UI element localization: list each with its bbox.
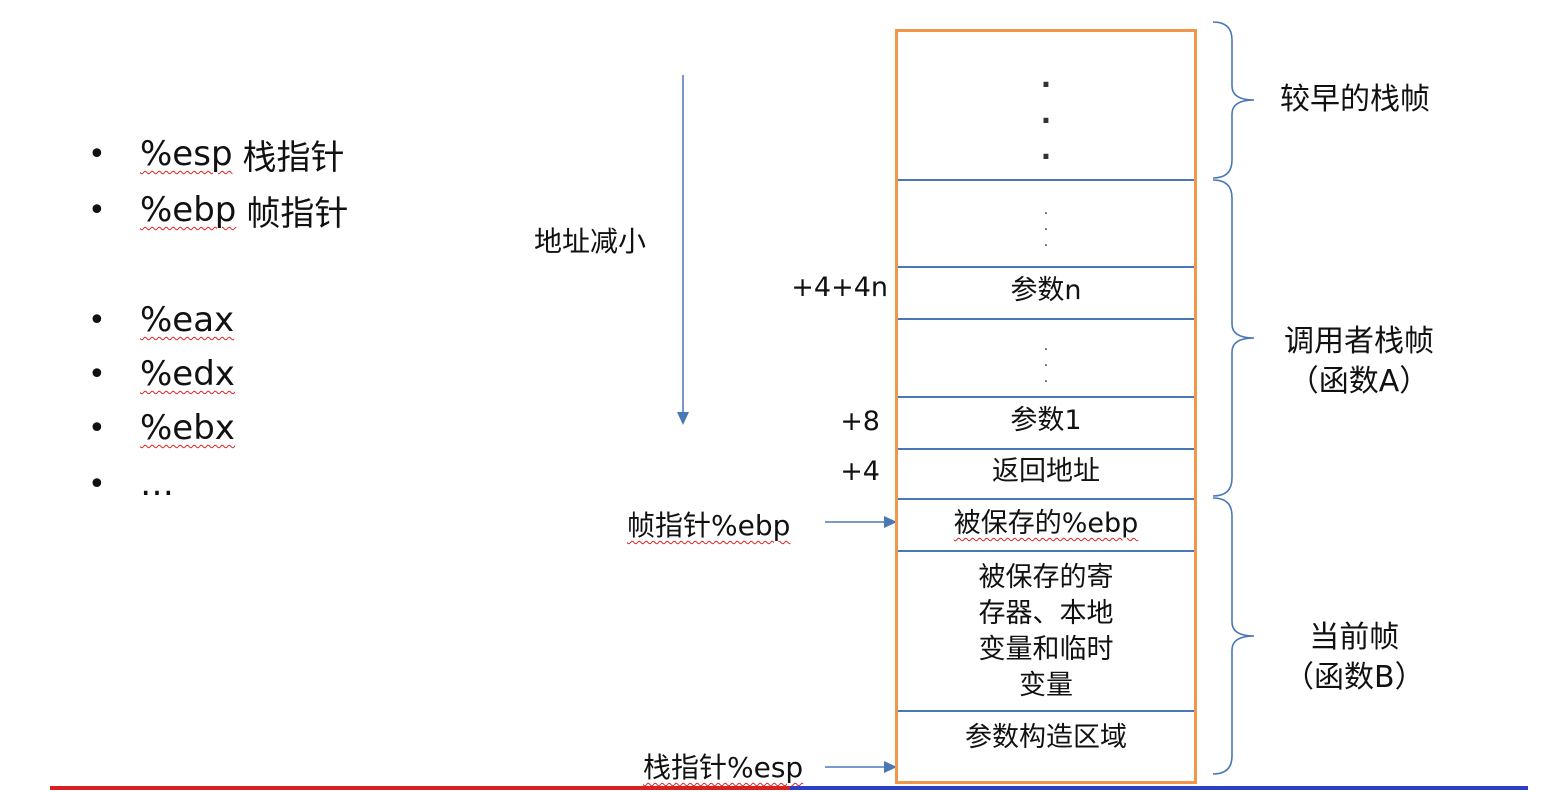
dot: . (1043, 202, 1049, 218)
direction-label: 地址减小 (534, 225, 647, 258)
dot: . (1040, 61, 1052, 94)
dot: . (1043, 370, 1049, 386)
offset-4-4n: +4+4n (791, 272, 888, 303)
register-eax: %eax (140, 300, 235, 340)
stack-divider (898, 179, 1194, 181)
stack-divider (898, 448, 1194, 450)
caller-frame-title: 调用者栈帧 (1284, 324, 1434, 359)
register-ellipsis: … (140, 464, 174, 504)
bullet-dot: • (88, 192, 106, 228)
locals-line: 存器、本地 (978, 598, 1114, 629)
register-edx: %edx (140, 354, 235, 394)
stack-divider (898, 550, 1194, 552)
ebp-pointer-text: 帧指针%ebp (627, 509, 791, 542)
earlier-dots: . . . (898, 60, 1194, 168)
bottom-bar-red (50, 786, 790, 790)
offset-4: +4 (840, 456, 880, 487)
stack-locals: 被保存的寄 存器、本地 变量和临时 变量 (898, 560, 1194, 704)
brace-earlier-frames (1212, 21, 1255, 179)
register-ebx: %ebx (140, 408, 235, 448)
offset-8: +8 (840, 406, 880, 437)
stack-divider (898, 498, 1194, 500)
ebp-pointer-arrow (825, 516, 897, 528)
dot: . (1043, 338, 1049, 354)
register-esp-name: %esp (140, 134, 233, 174)
earlier-frames-label: 较早的栈帧 (1280, 82, 1430, 117)
dot: . (1043, 234, 1049, 250)
dot: . (1040, 133, 1052, 166)
caller-dots-lower: . . . (898, 338, 1194, 386)
address-decrease-arrow (677, 75, 689, 425)
brace-caller-frame (1212, 179, 1255, 497)
register-ebp-name: %ebp (140, 190, 237, 230)
dot: . (1043, 218, 1049, 234)
caller-frame-label: 调用者栈帧 （函数A） (1284, 322, 1434, 402)
stack-diagram: . . . . . . 参数n . . . 参数1 返回地址 被保存的%ebp … (895, 29, 1197, 784)
locals-line: 变量 (1019, 670, 1073, 701)
esp-pointer-label: 栈指针%esp (643, 746, 803, 786)
stack-divider (898, 710, 1194, 712)
dot: . (1043, 354, 1049, 370)
bottom-bar-blue (790, 786, 1528, 790)
bullet-dot: • (88, 410, 106, 446)
locals-line: 被保存的寄 (978, 562, 1114, 593)
stack-saved-ebp: 被保存的%ebp (898, 506, 1194, 542)
bullet-ebx: • %ebx (88, 406, 235, 450)
register-list: • %esp 栈指针 • %ebp 帧指针 • %eax • %edx • %e… (88, 0, 488, 792)
bullet-dot: • (88, 302, 106, 338)
stack-divider (898, 396, 1194, 398)
ebp-pointer-label: 帧指针%ebp (627, 504, 790, 544)
stack-return-address: 返回地址 (992, 456, 1100, 487)
stack-param-n: 参数n (1010, 275, 1082, 306)
stack-param-1: 参数1 (1010, 405, 1082, 436)
bullet-dot: • (88, 136, 106, 172)
stack-divider (898, 266, 1194, 268)
esp-pointer-text: 栈指针%esp (643, 751, 804, 784)
locals-line: 变量和临时 (978, 634, 1114, 665)
current-frame-title: 当前帧 (1309, 620, 1400, 655)
caller-dots-upper: . . . (898, 202, 1194, 250)
bullet-ebp: • %ebp 帧指针 (88, 188, 349, 234)
bullet-eax: • %eax (88, 298, 234, 342)
register-esp-desc: 栈指针 (242, 137, 345, 178)
bullet-esp: • %esp 栈指针 (88, 132, 345, 178)
brace-current-frame (1212, 497, 1255, 775)
stack-arg-build-area: 参数构造区域 (965, 722, 1127, 753)
stack-divider (898, 318, 1194, 320)
bullet-more: • … (88, 462, 174, 506)
caller-frame-subtitle: （函数A） (1288, 364, 1430, 399)
esp-pointer-arrow (825, 761, 897, 773)
current-frame-label: 当前帧 （函数B） (1284, 618, 1425, 698)
bullet-edx: • %edx (88, 352, 235, 396)
current-frame-subtitle: （函数B） (1284, 660, 1425, 695)
dot: . (1040, 97, 1052, 130)
register-ebp-desc: 帧指针 (246, 193, 349, 234)
saved-ebp-text: 被保存的%ebp (953, 508, 1139, 539)
bullet-dot: • (88, 356, 106, 392)
bullet-dot: • (88, 466, 106, 502)
